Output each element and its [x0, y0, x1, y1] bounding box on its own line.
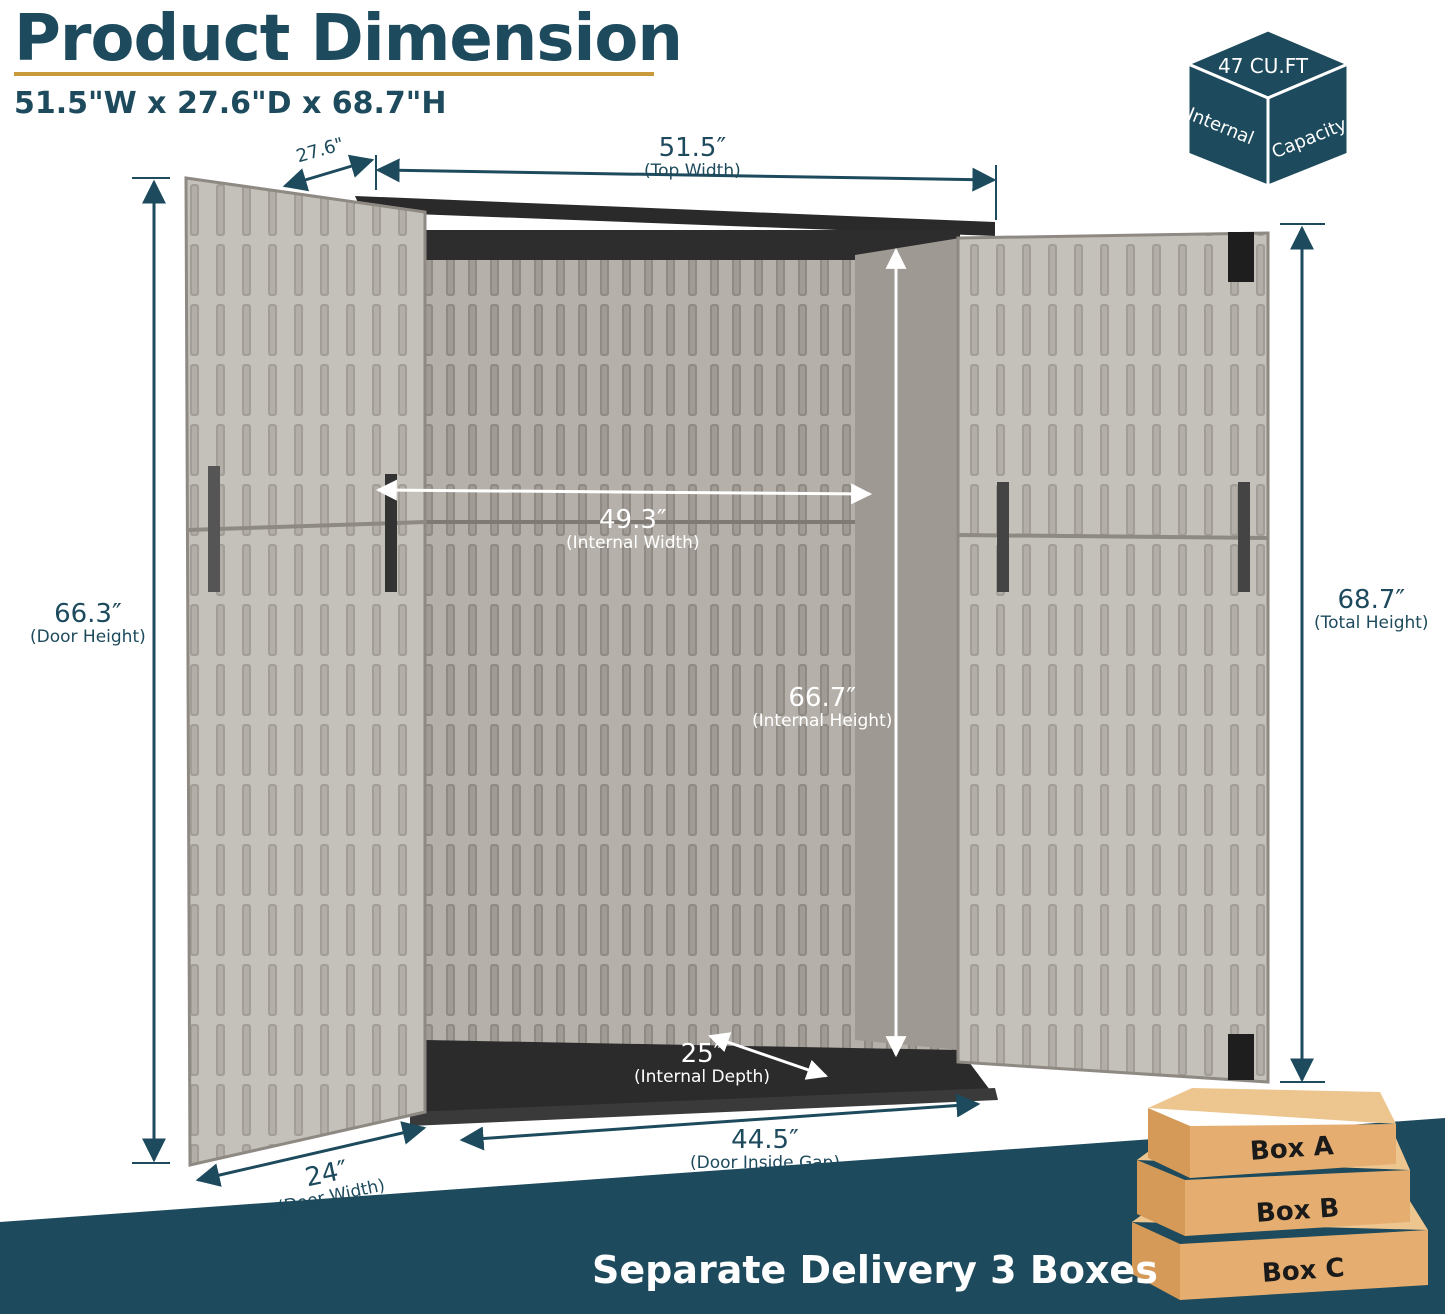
page-title: Product Dimension — [14, 2, 683, 76]
footer-band — [0, 1118, 1445, 1314]
door-height-dimension: 66.3″ (Door Height) — [30, 600, 146, 646]
internal-height-label: (Internal Height) — [752, 711, 893, 731]
total-height-dimension: 68.7″ (Total Height) — [1314, 586, 1429, 632]
top-width-label: (Top Width) — [644, 161, 741, 181]
top-width-value: 51.5″ — [658, 133, 727, 163]
total-height-value: 68.7″ — [1337, 585, 1406, 615]
door-gap-dimension: 44.5″ (Door Inside Gap) — [690, 1126, 840, 1172]
door-height-value: 66.3″ — [54, 599, 122, 629]
door-gap-value: 44.5″ — [731, 1125, 799, 1155]
page-subtitle: 51.5"W x 27.6"D x 68.7"H — [14, 86, 447, 121]
door-height-label: (Door Height) — [30, 627, 146, 647]
left-door — [184, 176, 427, 1167]
internal-height-dimension: 66.7″ (Internal Height) — [752, 684, 892, 730]
internal-width-dimension: 49.3″ (Internal Width) — [566, 506, 700, 552]
door-gap-label: (Door Inside Gap) — [690, 1153, 840, 1173]
top-width-dimension: 51.5″ (Top Width) — [644, 134, 741, 180]
internal-depth-value: 25″ — [680, 1039, 724, 1069]
internal-width-value: 49.3″ — [598, 505, 667, 535]
box-b-label: Box B — [1255, 1193, 1341, 1229]
box-c-label: Box C — [1261, 1253, 1346, 1289]
internal-height-value: 66.7″ — [788, 683, 856, 713]
internal-depth-dimension: 25″ (Internal Depth) — [634, 1040, 770, 1086]
right-door — [956, 231, 1270, 1084]
internal-dimension-lines — [375, 247, 907, 1080]
shed-body — [355, 196, 998, 1126]
box-a-label: Box A — [1249, 1131, 1335, 1167]
delivery-note: Separate Delivery 3 Boxes — [592, 1248, 1158, 1292]
dimension-lines — [132, 154, 1325, 1187]
total-height-label: (Total Height) — [1314, 613, 1429, 633]
capacity-cube-icon — [1184, 28, 1352, 189]
title-underline — [14, 72, 654, 76]
box-a — [1148, 1088, 1396, 1178]
internal-depth-label: (Internal Depth) — [634, 1067, 770, 1087]
capacity-value: 47 CU.FT — [1218, 54, 1309, 78]
internal-width-label: (Internal Width) — [566, 533, 700, 553]
boxes-illustration — [1132, 1088, 1428, 1300]
